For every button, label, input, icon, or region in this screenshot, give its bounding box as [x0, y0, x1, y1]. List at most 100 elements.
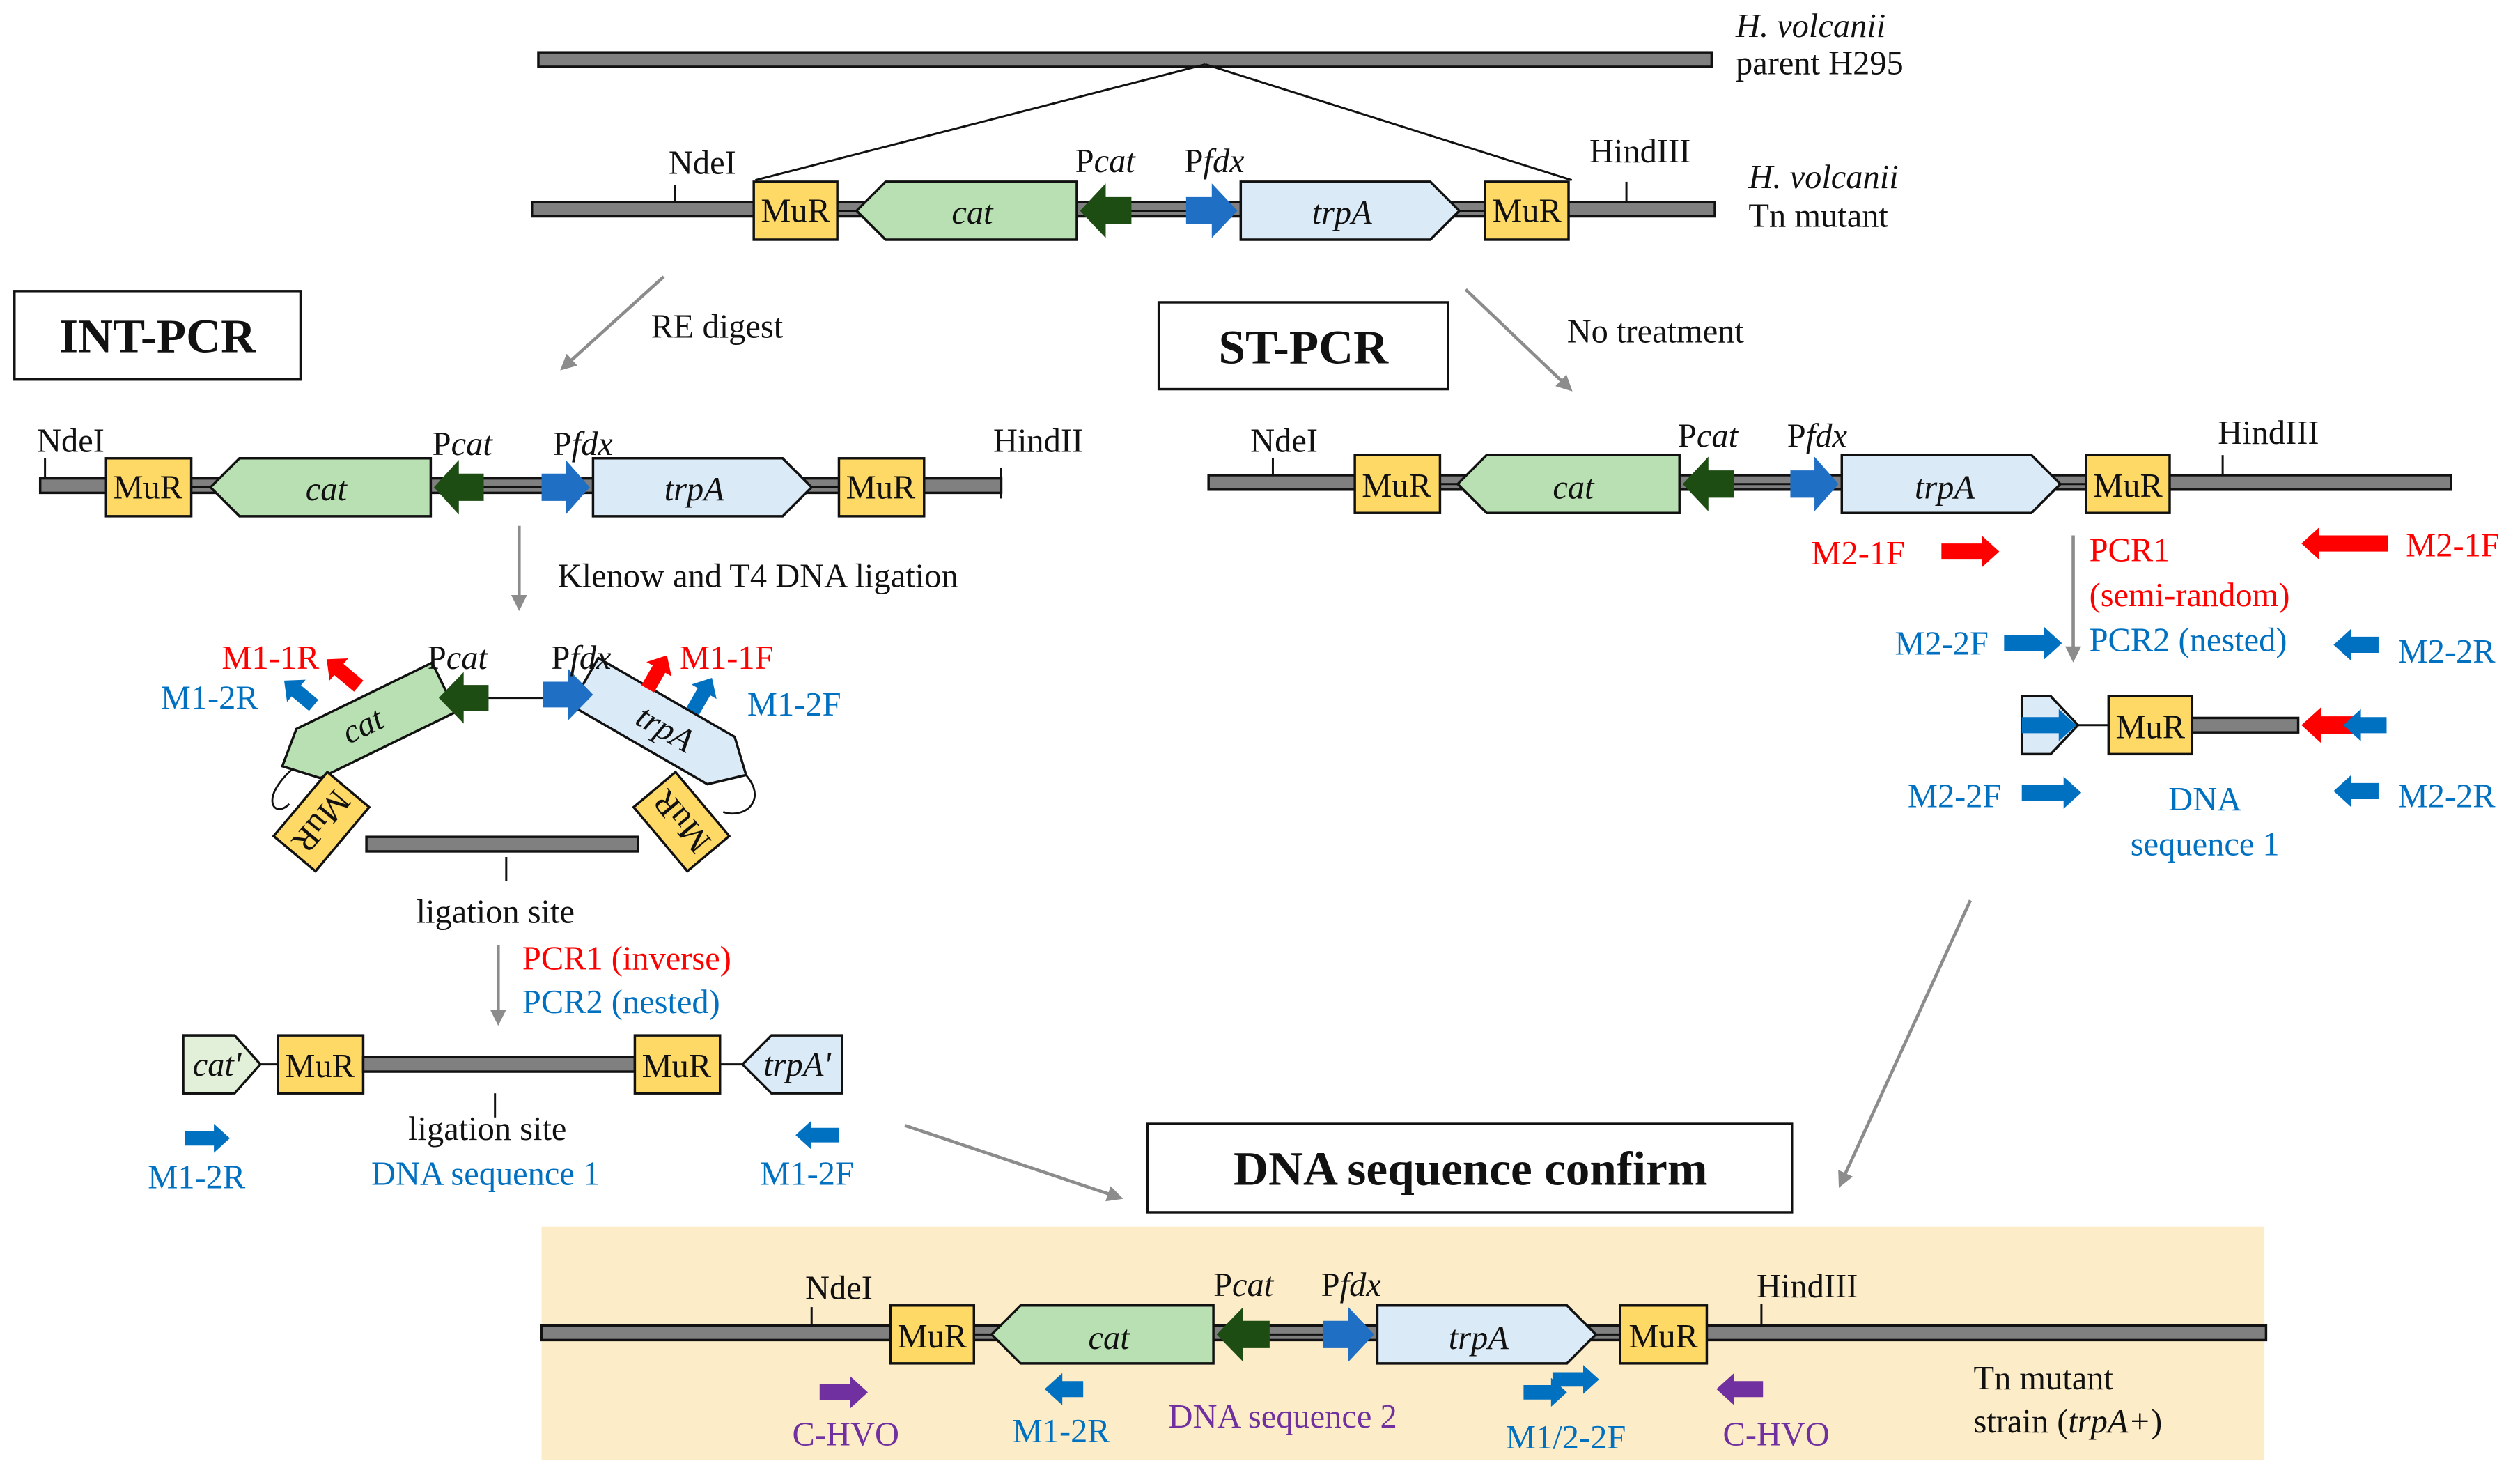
- mur-label: MuR: [1492, 193, 1562, 230]
- primer-m2-1f-label: M2-1F: [2406, 527, 2500, 564]
- primer-m1-2r-label: M1-2R: [1013, 1413, 1111, 1450]
- primer-m2-2f-label: M2-2F: [1895, 625, 1989, 662]
- pfdx-label: Pfdx: [553, 426, 614, 463]
- ndei-label: NdeI: [805, 1270, 873, 1307]
- primer-arrow-group: [641, 655, 672, 693]
- trpa-label: trpA: [1915, 469, 1975, 506]
- primer-m2-1f-arrow: [2301, 527, 2388, 560]
- pcat-label: Pcat: [1213, 1267, 1275, 1304]
- primer-arrow-group: [327, 658, 364, 692]
- primer-arrow-group: [686, 677, 717, 716]
- mur-label: MuR: [2093, 468, 2163, 504]
- ligation-site-label: ligation site: [408, 1111, 566, 1148]
- trpa-label: trpA: [1449, 1320, 1509, 1357]
- insertion-line: [1205, 63, 1573, 182]
- primer-arrow-group: [283, 679, 319, 711]
- ligated-backbone: [361, 1056, 637, 1073]
- mur-box: [2085, 454, 2171, 514]
- primer-m2-2f-arrow: [2004, 627, 2062, 660]
- primer-c-hvo-label: C-HVO: [1723, 1416, 1830, 1453]
- cat-gene: [855, 180, 1078, 241]
- primer-m2-2r-arrow: [2333, 775, 2379, 808]
- cat-gene: [281, 660, 458, 780]
- cat-label: cat: [951, 194, 994, 231]
- pcr2-nested-label: PCR2 (nested): [522, 984, 720, 1021]
- mur-label: MuR: [897, 1318, 967, 1355]
- dna-label: DNA: [2168, 781, 2241, 818]
- primer-m1-2f-label: M1-2F: [760, 1156, 854, 1193]
- primer-m2-2r-label: M2-2R: [2398, 778, 2496, 814]
- trpa-prime-fragment: [740, 1034, 843, 1095]
- mur-label: MuR: [1628, 1318, 1698, 1355]
- cat-gene: [1456, 454, 1681, 514]
- cat-prime-fragment: [182, 1034, 263, 1095]
- primer-m1-2r-label: M1-2R: [148, 1159, 246, 1196]
- pcat-label: Pcat: [1075, 143, 1137, 180]
- primer-m1-1f-arrow: [641, 655, 672, 693]
- pcat-promoter-arrow: [1682, 456, 1734, 511]
- cat-gene: [208, 457, 433, 518]
- primer-m2-2f-arrow: [2021, 709, 2077, 741]
- ligated-backbone: [365, 835, 639, 853]
- mur-box: [272, 770, 371, 873]
- primer-c-hvo-arrow: [819, 1376, 868, 1409]
- mur-label: MuR: [642, 1048, 712, 1085]
- cat-rotated: [281, 660, 458, 780]
- flow-arrow: [904, 1124, 1123, 1202]
- pfdx-label: Pfdx: [1321, 1267, 1382, 1304]
- ndei-label: NdeI: [669, 144, 736, 181]
- mur-box: [277, 1034, 365, 1095]
- insertion-line: [755, 63, 1206, 182]
- tn-mutant-label: Tn mutant: [1973, 1360, 2113, 1397]
- dna-sequence-confirm-title: DNA sequence confirm: [1234, 1142, 1708, 1196]
- pcat-promoter-arrow: [433, 460, 484, 515]
- pcat-label: Pcat: [433, 426, 494, 463]
- primer-m1-1r-label: M1-1R: [221, 640, 320, 677]
- pfdx-label: Pfdx: [551, 640, 612, 677]
- primer-m1-2r-arrow: [1044, 1373, 1084, 1405]
- primer-m1-2f-label: M1-2F: [747, 686, 841, 723]
- primer-m1-2f-arrow: [686, 677, 717, 716]
- pfdx-promoter-arrow: [1790, 456, 1839, 511]
- ligation-site-label: ligation site: [417, 894, 575, 931]
- primer-m2-2f-arrow: [1552, 1365, 1599, 1394]
- flow-arrow: [1838, 899, 1972, 1188]
- mur-box: [837, 457, 926, 518]
- pcr1-inverse-label: PCR1 (inverse): [522, 941, 731, 978]
- mur-box: [1353, 454, 1442, 514]
- mur-label: MuR: [761, 193, 830, 230]
- trpa-label: trpA: [1312, 194, 1373, 231]
- trpa-gene: [1376, 1304, 1598, 1365]
- st-pcr-box: [1157, 301, 1449, 391]
- trpa-prime-label: trpA': [763, 1046, 832, 1083]
- primer-m2-1f-arrow: [2301, 707, 2360, 743]
- pcr1-semi-random-label: (semi-random): [2090, 577, 2290, 614]
- flanking-sequence: [2191, 716, 2300, 734]
- ndei-label: NdeI: [1250, 423, 1318, 460]
- cat-gene: [990, 1304, 1215, 1365]
- primer-m2-1f-arrow: [1941, 535, 2000, 568]
- trpa-gene: [1239, 180, 1461, 241]
- mur-rotated: [632, 770, 731, 873]
- mur-box: [1484, 180, 1570, 241]
- primer-m2-1f-label: M2-1F: [1811, 535, 1905, 572]
- pfdx-promoter-arrow: [1185, 183, 1238, 238]
- no-treatment-label: No treatment: [1567, 314, 1745, 350]
- primer-m1-2f-arrow: [795, 1120, 839, 1150]
- primer-m2-2r-label: M2-2R: [2398, 633, 2496, 670]
- primer-m2-2r-arrow: [2343, 709, 2387, 741]
- mutant-species-label: H. volcanii: [1748, 159, 1898, 196]
- mutant-strain-label: Tn mutant: [1748, 198, 1888, 235]
- parent-chromosome: [537, 51, 1713, 68]
- primer-m2-2r-arrow: [2333, 628, 2379, 661]
- pfdx-label: Pfdx: [1787, 418, 1848, 455]
- mur-label: MuR: [1362, 468, 1431, 504]
- primer-m2-2f-label: M2-2F: [1908, 778, 2002, 814]
- mur-box: [1619, 1304, 1709, 1365]
- hindiii-label: HindIII: [1589, 133, 1690, 170]
- trpa-gene: [591, 457, 814, 518]
- primer-m1-1r-arrow: [327, 658, 364, 692]
- cat-prime-label: cat': [193, 1046, 242, 1083]
- parent-species-label: H. volcanii: [1735, 8, 1885, 45]
